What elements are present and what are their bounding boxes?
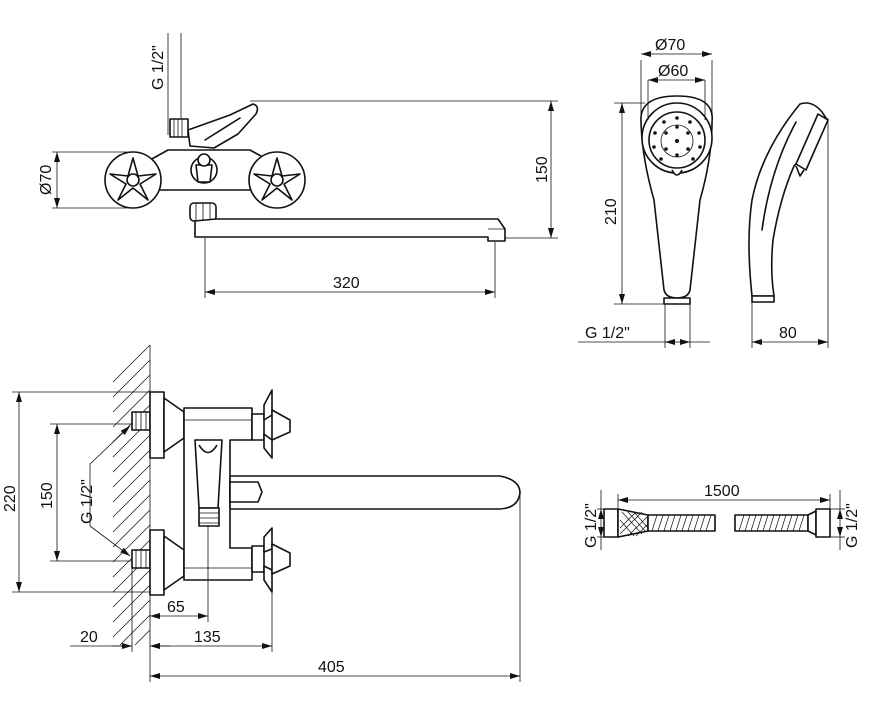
faucet-top-view: G 1/2" Ø70 [38, 33, 558, 298]
hose-g-right-label: G 1/2" [844, 503, 861, 548]
shower-h210-label: 210 [603, 198, 620, 225]
front-d65-label: 65 [167, 599, 185, 616]
shower-g-half-label: G 1/2" [585, 325, 630, 342]
front-d405-label: 405 [318, 659, 345, 676]
hose-length-label: 1500 [704, 483, 740, 500]
faucet-front-view: 220 150 G 1/2" 65 20 135 405 [2, 344, 521, 682]
top-w320-label: 320 [333, 275, 360, 292]
front-g-half-label: G 1/2" [79, 479, 96, 524]
front-d135-label: 135 [194, 629, 221, 646]
shower-d60-label: Ø60 [658, 63, 688, 80]
front-d20-label: 20 [80, 629, 98, 646]
hose-knurl [619, 511, 649, 537]
shower-w80-label: 80 [779, 325, 797, 342]
shower-head-view: Ø70 Ø60 210 G 1/2" 80 [578, 37, 829, 348]
top-dia70-label: Ø70 [38, 165, 55, 195]
wall-hatching [112, 344, 151, 646]
hose-coil-right [738, 514, 805, 532]
top-h150-label: 150 [534, 156, 551, 183]
top-g-half-label: G 1/2" [150, 45, 167, 90]
hose-g-left-label: G 1/2" [583, 503, 600, 548]
hose-coil-left [651, 514, 712, 532]
shower-hose-view: 1500 G 1/2" G 1/2" [583, 483, 861, 550]
front-h220-label: 220 [2, 485, 19, 512]
spray-nozzles [652, 116, 702, 161]
shower-d70-label: Ø70 [655, 37, 685, 54]
front-h150-label: 150 [39, 482, 56, 509]
